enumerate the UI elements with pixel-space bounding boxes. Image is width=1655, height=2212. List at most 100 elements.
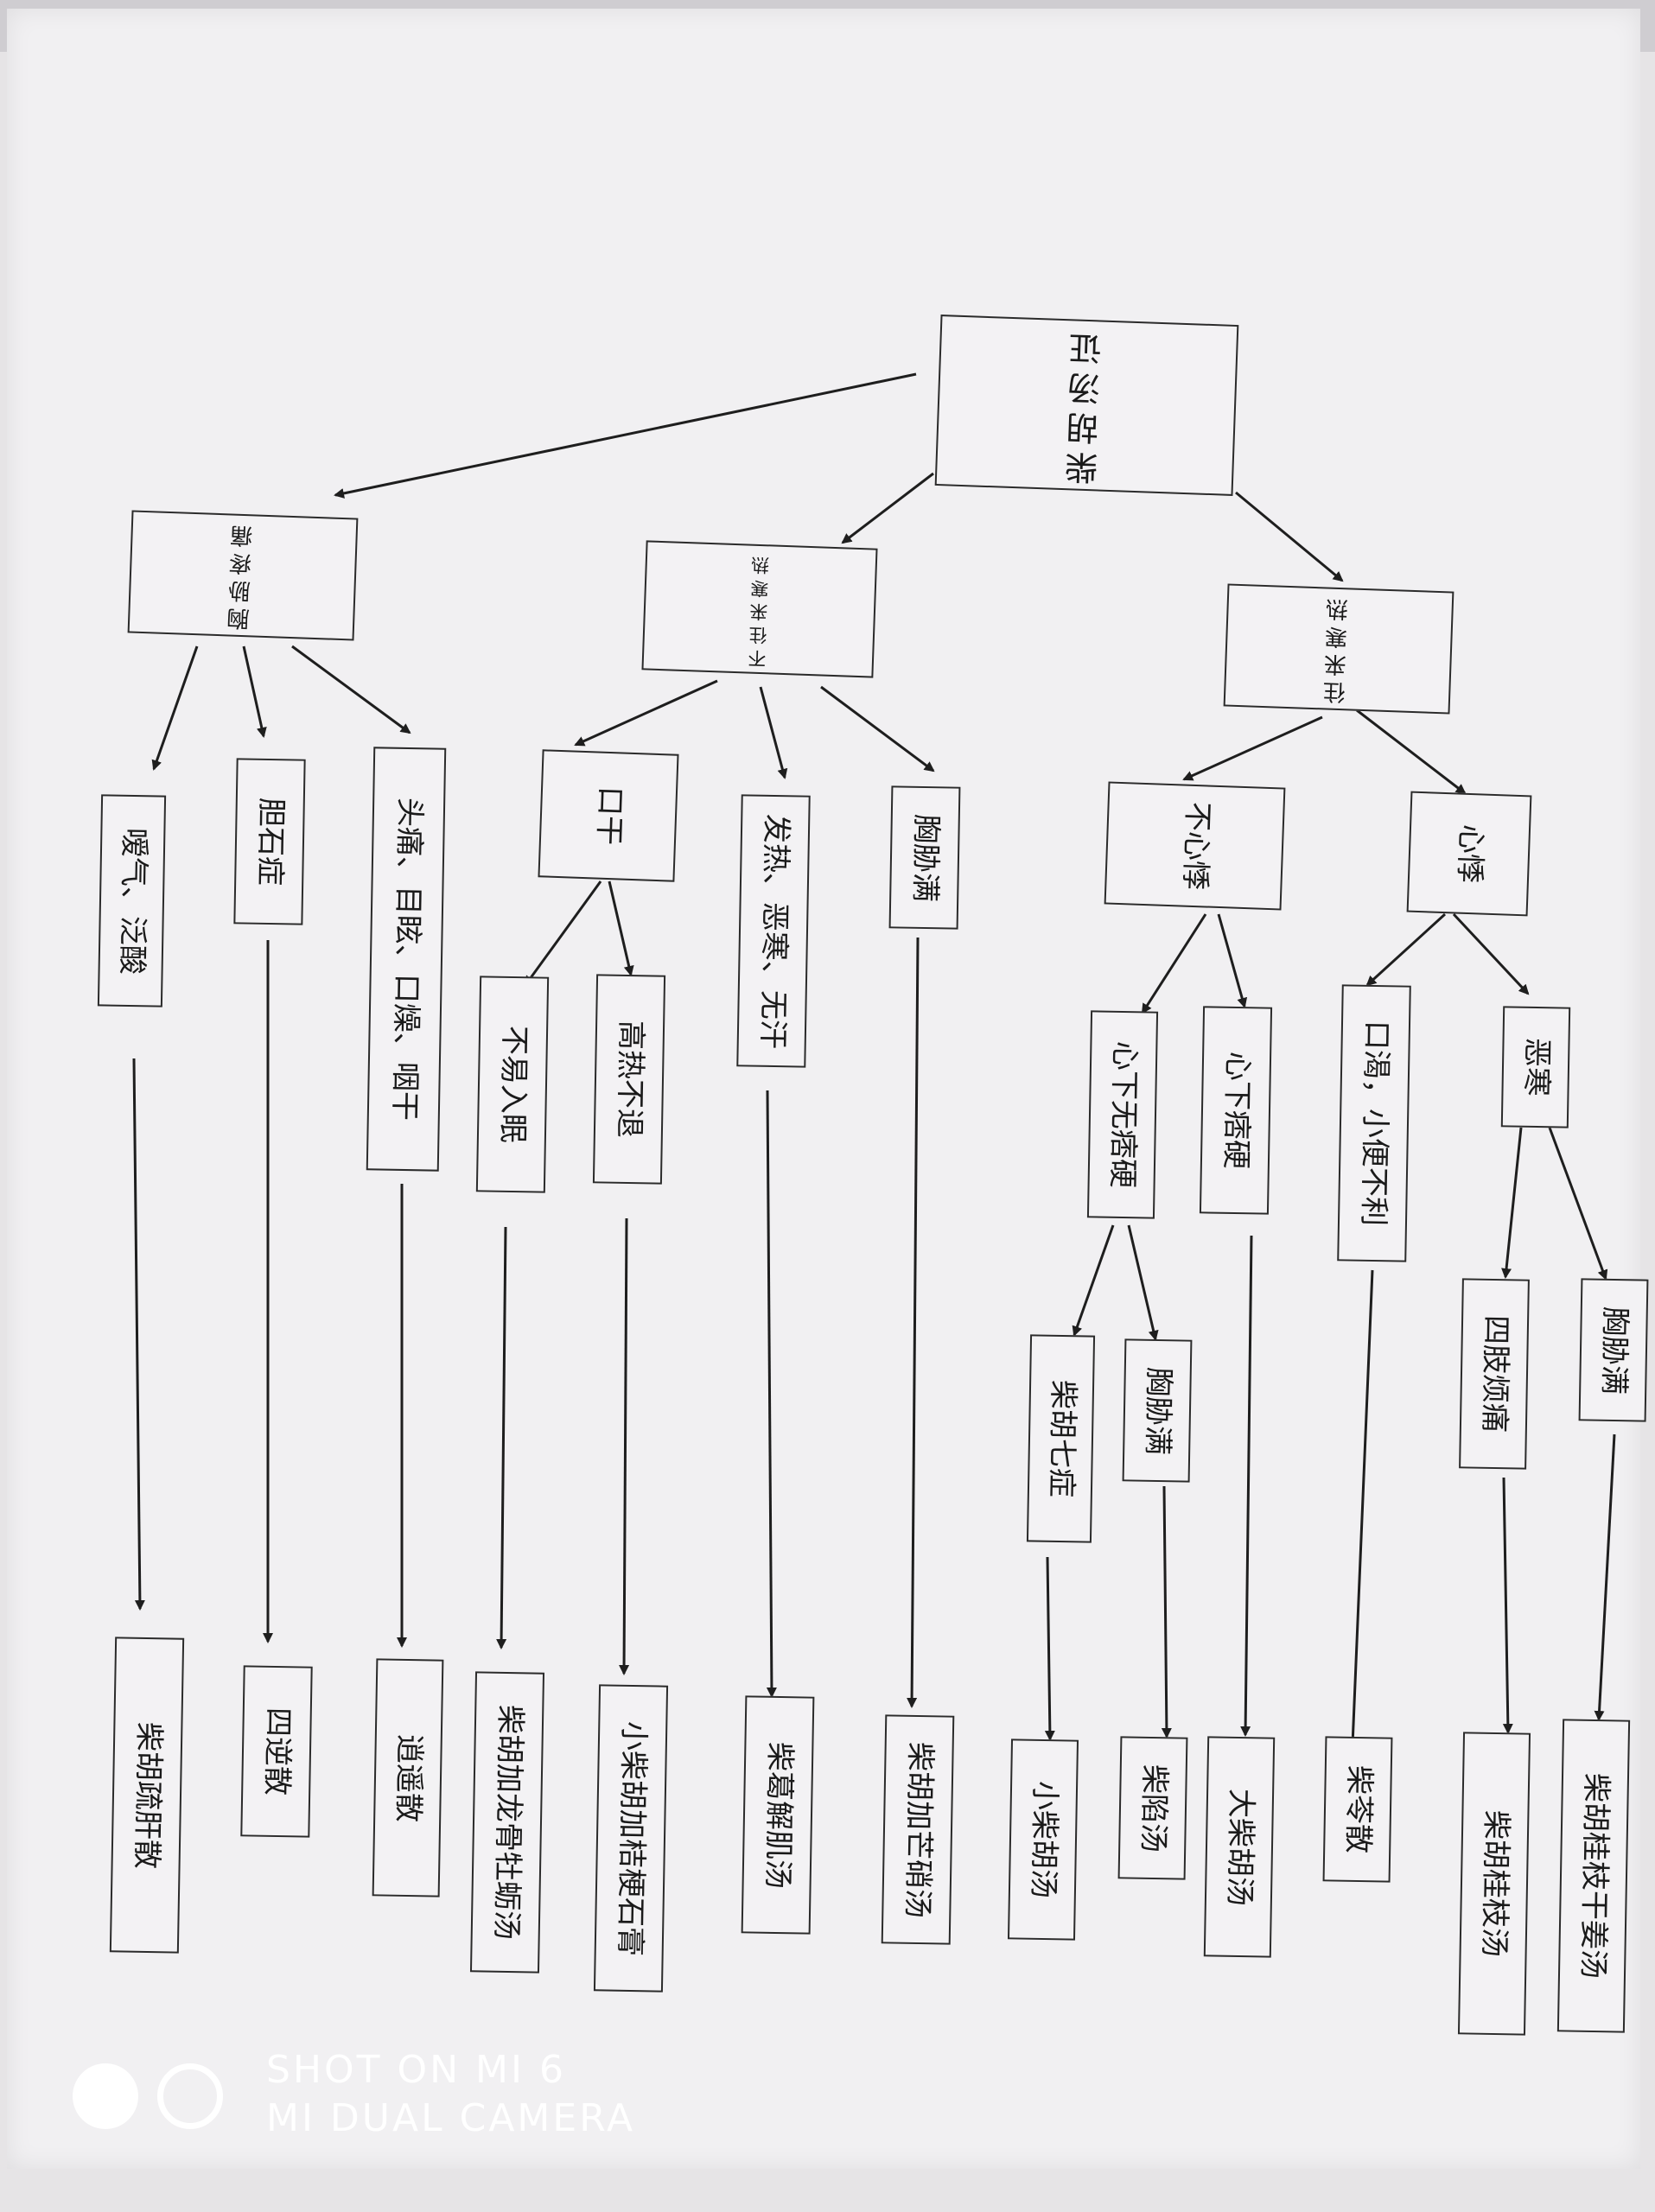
arrow-fullness3-result — [1594, 1433, 1616, 1721]
formula-guizhi-ganjiang-tang: 柴胡桂枝干姜汤 — [1556, 1719, 1631, 2033]
formula-jiegeng-shigao: 小柴胡加桔梗石膏 — [593, 1684, 669, 1993]
arrow-thirst-result — [1347, 1269, 1374, 1747]
symptom-belching-acid: 嗳气、泛酸 — [97, 794, 167, 1007]
root-node: 柴胡汤证 — [934, 315, 1239, 496]
formula-chaixian-tang-label: 柴陷汤 — [1136, 1764, 1172, 1853]
arrow-fullness2-result — [1161, 1485, 1172, 1738]
arrow-nohard-seven — [1072, 1224, 1115, 1337]
arrow-chest-gallstone — [242, 645, 267, 738]
symptom-dry-mouth: 口干 — [538, 749, 679, 882]
arrow-nohard-fullness — [1127, 1224, 1159, 1341]
branch-alternating: 往来寒热 — [1223, 583, 1454, 715]
symptom-limb-pain-label: 四肢烦痛 — [1476, 1314, 1514, 1433]
symptom-fever-chills-label: 发热、恶寒、无汗 — [754, 813, 794, 1049]
formula-chaihu-shugan-san: 柴胡疏肝散 — [109, 1637, 185, 1954]
formula-chaixian-tang: 柴陷汤 — [1117, 1736, 1188, 1880]
formula-sini-san-label: 四逆散 — [259, 1707, 296, 1796]
formula-da-chaihu-tang: 大柴胡汤 — [1203, 1736, 1276, 1958]
arrow-insomnia-result — [496, 1226, 507, 1649]
symptom-no-epigastric-hardness: 心下无痞硬 — [1086, 1010, 1159, 1219]
formula-xiao-chaihu-tang-label: 小柴胡汤 — [1025, 1780, 1063, 1899]
symptom-belching-acid-label: 嗳气、泛酸 — [113, 827, 151, 975]
symptom-palpitation: 心悸 — [1406, 791, 1532, 917]
arrow-alt-palp — [1356, 709, 1467, 795]
symptom-headache-dizziness: 头痛、目眩、口燥、咽干 — [366, 747, 447, 1172]
symptom-gallstone: 胆石症 — [233, 758, 306, 925]
branch-no-alternating: 不往来寒热 — [641, 540, 878, 678]
formula-longgu-muli: 柴胡加龙骨牡蛎汤 — [469, 1671, 545, 1974]
symptom-high-fever: 高热不退 — [592, 974, 666, 1185]
formula-chaige-jieji-tang-label: 柴葛解肌汤 — [760, 1741, 798, 1889]
watermark-line-2: MI DUAL CAMERA — [266, 2096, 636, 2140]
symptom-insomnia-label: 不易入眠 — [494, 1025, 532, 1144]
arrow-root-chest — [334, 372, 917, 499]
symptom-chest-fullness-c-label: 胸胁满 — [1596, 1306, 1633, 1395]
branch-chest-pain: 胸胁疼痛 — [127, 510, 359, 641]
arrow-fever-result — [766, 1090, 777, 1698]
arrow-root-alt — [1235, 491, 1344, 582]
formula-guizhi-ganjiang-tang-label: 柴胡桂枝干姜汤 — [1575, 1772, 1614, 1980]
arrow-hifever-result — [619, 1217, 630, 1675]
symptom-palpitation-label: 心悸 — [1451, 823, 1489, 884]
formula-mangxiao-tang-label: 柴胡加芒硝汤 — [900, 1741, 938, 1918]
arrow-drymouth-insomnia — [524, 880, 602, 987]
arrow-root-noalt — [841, 472, 934, 544]
symptom-no-palpitation: 不心悸 — [1104, 781, 1286, 911]
formula-chailing-san-label: 柴苓散 — [1340, 1764, 1377, 1854]
arrow-noalt-drymouth — [574, 679, 718, 747]
arrow-fullness-result — [907, 937, 920, 1708]
formula-xiaoyao-san: 逍遥散 — [372, 1658, 444, 1897]
branch-chest-pain-label: 胸胁疼痛 — [227, 519, 258, 632]
arrow-limbs-result — [1502, 1477, 1513, 1734]
arrow-noalt-fever — [759, 686, 788, 779]
symptom-limb-pain: 四肢烦痛 — [1459, 1278, 1530, 1470]
symptom-seven-signs: 柴胡七症 — [1026, 1334, 1096, 1543]
symptom-chest-fullness-b-label: 胸胁满 — [1140, 1366, 1176, 1455]
formula-chailing-san: 柴苓散 — [1322, 1736, 1393, 1883]
formula-xiaoyao-san-label: 逍遥散 — [391, 1733, 427, 1822]
arrow-chill-fullness — [1548, 1127, 1608, 1281]
formula-jiegeng-shigao-label: 小柴胡加桔梗石膏 — [612, 1720, 652, 1956]
symptom-aversion-cold: 恶寒 — [1500, 1006, 1571, 1128]
symptom-chest-fullness-b: 胸胁满 — [1122, 1338, 1193, 1483]
arrow-noalt-fullness — [820, 685, 935, 772]
symptom-thirst-urination: 口渴，小便不利 — [1337, 984, 1411, 1262]
symptom-seven-signs-label: 柴胡七症 — [1043, 1379, 1080, 1498]
formula-chaihu-shugan-san-label: 柴胡疏肝散 — [129, 1721, 167, 1869]
symptom-epigastric-hardness: 心下痞硬 — [1199, 1006, 1273, 1215]
arrow-chest-belch — [151, 645, 199, 771]
arrow-alt-nopalp — [1182, 715, 1323, 781]
symptom-chest-fullness-a: 胸胁满 — [888, 785, 961, 930]
formula-guizhi-tang-label: 柴胡桂枝汤 — [1476, 1809, 1514, 1958]
symptom-no-epigastric-hardness-label: 心下无痞硬 — [1104, 1040, 1143, 1189]
symptom-headache-dizziness-label: 头痛、目眩、口燥、咽干 — [386, 797, 428, 1122]
formula-mangxiao-tang: 柴胡加芒硝汤 — [881, 1714, 955, 1945]
watermark-filled-dot-icon — [73, 2063, 138, 2129]
arrow-seven-result — [1044, 1556, 1055, 1741]
formula-da-chaihu-tang-label: 大柴胡汤 — [1221, 1788, 1259, 1906]
arrow-nopalp-hard — [1217, 913, 1248, 1008]
arrow-drymouth-hifever — [608, 880, 634, 976]
formula-sini-san: 四逆散 — [240, 1665, 313, 1838]
arrow-hard-result — [1240, 1235, 1253, 1737]
formula-xiao-chaihu-tang: 小柴胡汤 — [1007, 1738, 1079, 1941]
camera-watermark: SHOT ON MI 6 MI DUAL CAMERA — [69, 2048, 691, 2143]
watermark-line-1: SHOT ON MI 6 — [266, 2048, 566, 2092]
symptom-gallstone-label: 胆石症 — [252, 797, 289, 887]
arrow-belch-result — [132, 1058, 145, 1611]
formula-guizhi-tang: 柴胡桂枝汤 — [1457, 1732, 1531, 2036]
symptom-aversion-cold-label: 恶寒 — [1518, 1037, 1555, 1097]
formula-chaige-jieji-tang: 柴葛解肌汤 — [741, 1695, 815, 1935]
symptom-epigastric-hardness-label: 心下痞硬 — [1218, 1051, 1256, 1170]
formula-longgu-muli-label: 柴胡加龙骨牡蛎汤 — [488, 1704, 528, 1941]
branch-no-alternating-label: 不往来寒热 — [747, 550, 773, 668]
watermark-ring-dot-icon — [157, 2063, 223, 2129]
arrow-palp-chill — [1452, 912, 1530, 995]
symptom-chest-fullness-c: 胸胁满 — [1578, 1278, 1649, 1422]
arrow-chest-headache — [291, 645, 411, 734]
root-label: 柴胡汤证 — [1064, 325, 1109, 486]
symptom-no-palpitation-label: 不心悸 — [1176, 801, 1215, 891]
arrow-nopalp-nohard — [1141, 913, 1207, 1014]
symptom-fever-chills: 发热、恶寒、无汗 — [736, 794, 811, 1068]
